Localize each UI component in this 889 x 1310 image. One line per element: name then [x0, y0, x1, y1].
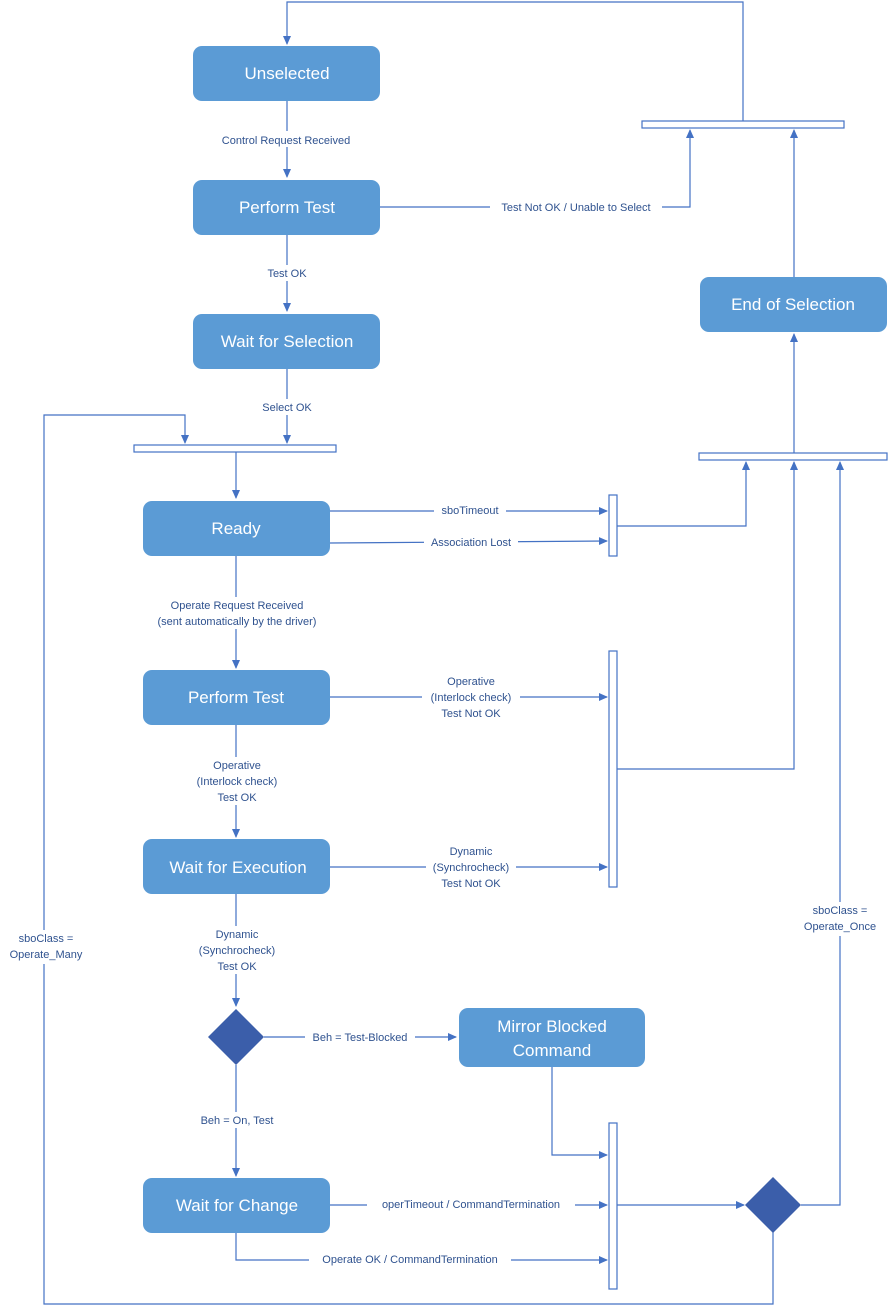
- edge-test-not-ok: [380, 129, 694, 208]
- label-sbo-once-1: sboClass =: [813, 905, 868, 917]
- sync-bar-top: [641, 120, 845, 129]
- state-unselected-label: Unselected: [244, 64, 329, 83]
- label-sbo-many-1: sboClass =: [19, 933, 74, 945]
- edge-labels: Control Request Received Test Not OK / U…: [4, 131, 882, 1267]
- label-operate-request-1: Operate Request Received: [171, 600, 304, 612]
- label-test-not-ok-unable: Test Not OK / Unable to Select: [501, 202, 650, 214]
- state-wait-for-selection: Wait for Selection: [193, 314, 380, 369]
- label-beh-on-test: Beh = On, Test: [201, 1115, 274, 1127]
- state-ready-label: Ready: [211, 519, 261, 538]
- state-mirror-blocked-label-2: Command: [513, 1041, 591, 1060]
- decision-sbo-class: [745, 1177, 801, 1233]
- state-ready: Ready: [143, 501, 330, 556]
- state-wait-for-change: Wait for Change: [143, 1178, 330, 1233]
- label-control-request: Control Request Received: [222, 135, 350, 147]
- label-interlock-not-ok-3: Test Not OK: [441, 708, 501, 720]
- sync-bar-ready: [608, 494, 618, 557]
- label-interlock-not-ok-1: Operative: [447, 676, 495, 688]
- edge-operate-many-loop: [43, 414, 774, 1305]
- decision-behavior: [208, 1009, 264, 1065]
- state-perform-test-2: Perform Test: [143, 670, 330, 725]
- label-interlock-ok-3: Test OK: [217, 792, 257, 804]
- label-association-lost: Association Lost: [431, 537, 511, 549]
- state-end-of-selection: End of Selection: [700, 277, 887, 332]
- label-sync-ok-1: Dynamic: [216, 929, 259, 941]
- label-operate-request-2: (sent automatically by the driver): [158, 616, 317, 628]
- label-sbo-many-2: Operate_Many: [10, 949, 83, 961]
- state-perform-test-1: Perform Test: [193, 180, 380, 235]
- state-mirror-blocked-label-1: Mirror Blocked: [497, 1017, 607, 1036]
- label-sbo-timeout: sboTimeout: [441, 505, 498, 517]
- label-sbo-once-2: Operate_Once: [804, 921, 876, 933]
- label-oper-timeout: operTimeout / CommandTermination: [382, 1199, 560, 1211]
- label-sync-not-ok-1: Dynamic: [450, 846, 493, 858]
- label-interlock-ok-1: Operative: [213, 760, 261, 772]
- state-perform-test-1-label: Perform Test: [239, 198, 335, 217]
- edge-end-to-unselected: [283, 1, 744, 121]
- edge-ready-bar-to-end: [617, 461, 750, 527]
- sync-bar-select: [133, 444, 337, 453]
- label-sync-not-ok-2: (Synchrocheck): [433, 862, 509, 874]
- state-wait-for-selection-label: Wait for Selection: [221, 332, 354, 351]
- label-select-ok: Select OK: [262, 402, 312, 414]
- label-sync-ok-2: (Synchrocheck): [199, 945, 275, 957]
- state-wait-for-execution: Wait for Execution: [143, 839, 330, 894]
- state-wait-for-change-label: Wait for Change: [176, 1196, 298, 1215]
- state-mirror-blocked-command: Mirror Blocked Command: [459, 1008, 645, 1067]
- label-sync-ok-3: Test OK: [217, 961, 257, 973]
- sync-bar-end: [698, 452, 888, 461]
- label-sync-not-ok-3: Test Not OK: [441, 878, 501, 890]
- label-operate-ok: Operate OK / CommandTermination: [322, 1254, 497, 1266]
- state-unselected: Unselected: [193, 46, 380, 101]
- label-test-ok: Test OK: [267, 268, 307, 280]
- state-wait-for-execution-label: Wait for Execution: [169, 858, 306, 877]
- label-beh-test-blocked: Beh = Test-Blocked: [313, 1032, 408, 1044]
- edge-operate-once: [801, 461, 844, 1206]
- edge-mirror-to-bar: [551, 1067, 608, 1159]
- state-perform-test-2-label: Perform Test: [188, 688, 284, 707]
- sync-bar-change: [608, 1122, 618, 1290]
- state-end-of-selection-label: End of Selection: [731, 295, 855, 314]
- sync-bar-tests: [608, 650, 618, 888]
- label-interlock-not-ok-2: (Interlock check): [431, 692, 512, 704]
- edge-tests-bar-to-end: [617, 461, 798, 770]
- label-interlock-ok-2: (Interlock check): [197, 776, 278, 788]
